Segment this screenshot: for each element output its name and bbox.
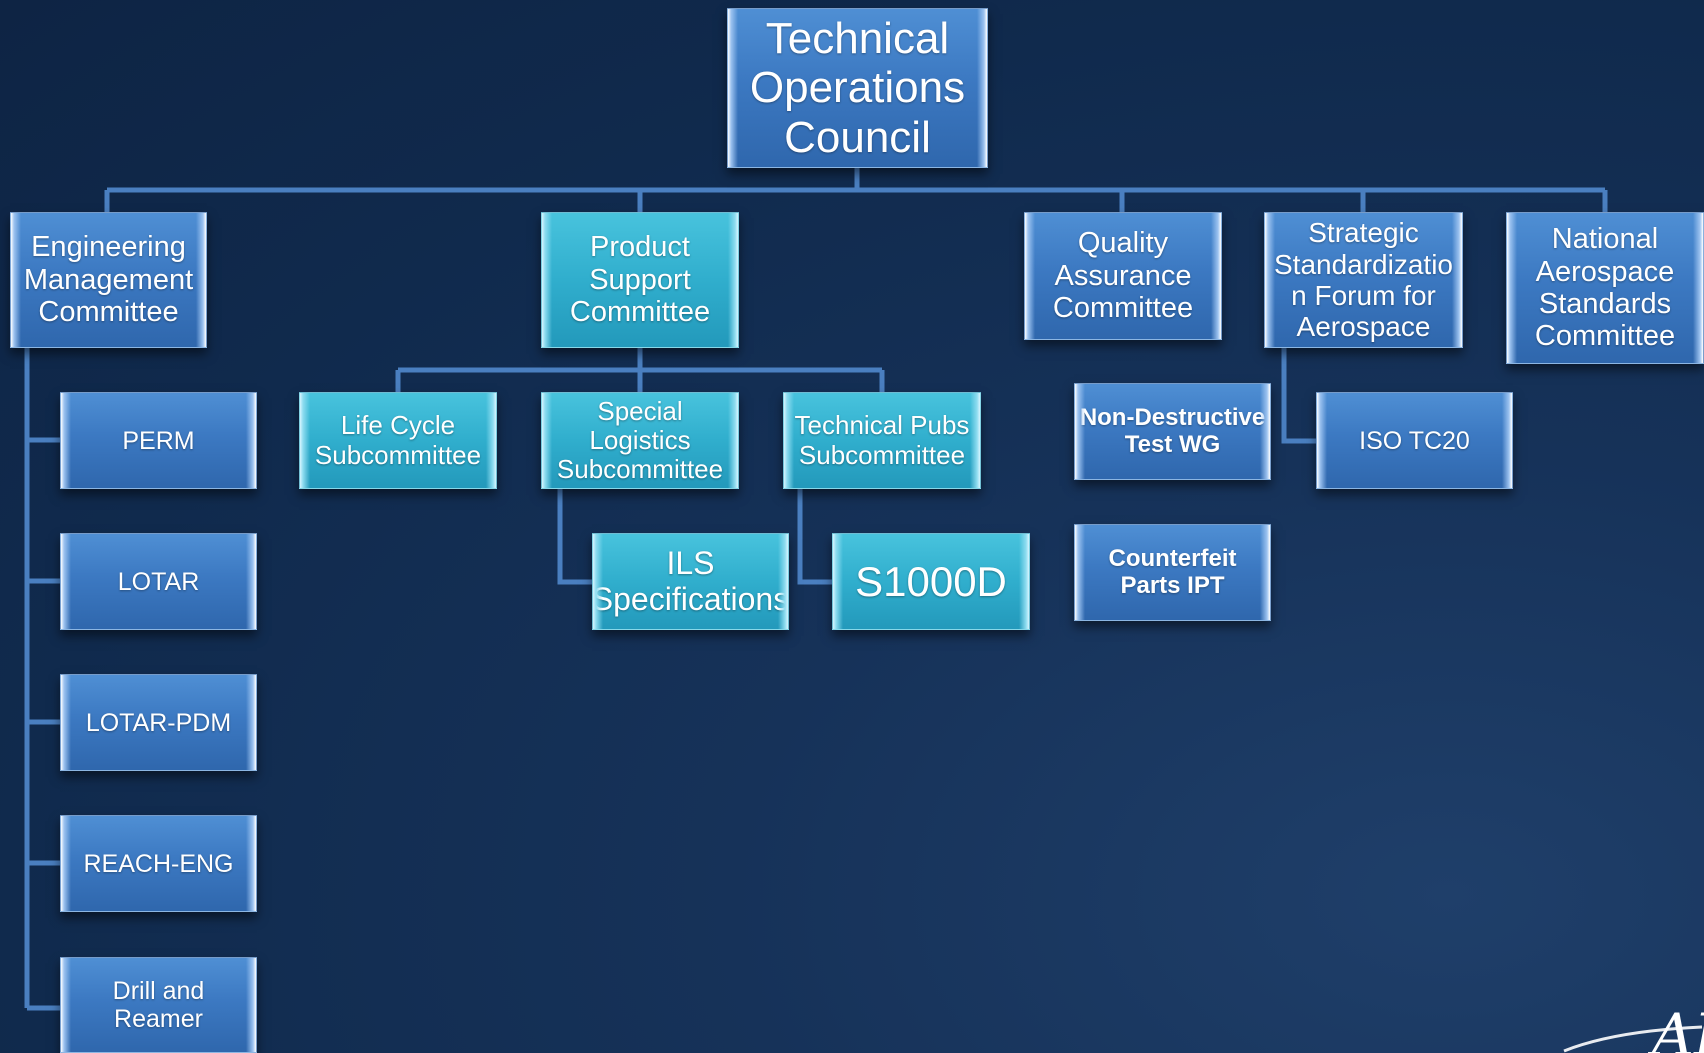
lotar-pdm-node[interactable]: LOTAR-PDM <box>60 674 257 771</box>
iso-tc20-node[interactable]: ISO TC20 <box>1316 392 1513 489</box>
reach-eng-node[interactable]: REACH-ENG <box>60 815 257 912</box>
non-destructive-test-wg-node[interactable]: Non-Destructive Test WG <box>1074 383 1271 480</box>
perm-node[interactable]: PERM <box>60 392 257 489</box>
ils-specifications-node[interactable]: ILS Specifications <box>592 533 789 630</box>
drill-and-reamer-node[interactable]: Drill and Reamer <box>60 957 257 1053</box>
logo-text: AI <box>1647 1001 1704 1053</box>
engineering-management-committee-node[interactable]: Engineering Management Committee <box>10 212 207 348</box>
s1000d-node[interactable]: S1000D <box>832 533 1030 630</box>
national-aerospace-standards-committee-node[interactable]: National Aerospace Standards Committee <box>1506 212 1704 364</box>
counterfeit-parts-ipt-node[interactable]: Counterfeit Parts IPT <box>1074 524 1271 621</box>
technical-operations-council-node[interactable]: Technical Operations Council <box>727 8 988 168</box>
lotar-node[interactable]: LOTAR <box>60 533 257 630</box>
quality-assurance-committee-node[interactable]: Quality Assurance Committee <box>1024 212 1222 340</box>
technical-pubs-subcommittee-node[interactable]: Technical Pubs Subcommittee <box>783 392 981 489</box>
life-cycle-subcommittee-node[interactable]: Life Cycle Subcommittee <box>299 392 497 489</box>
product-support-committee-node[interactable]: Product Support Committee <box>541 212 739 348</box>
logo-mark: AI <box>1563 1001 1704 1053</box>
special-logistics-subcommittee-node[interactable]: Special Logistics Subcommittee <box>541 392 739 489</box>
strategic-standardization-forum-node[interactable]: Strategic Standardizatio n Forum for Aer… <box>1264 212 1463 348</box>
